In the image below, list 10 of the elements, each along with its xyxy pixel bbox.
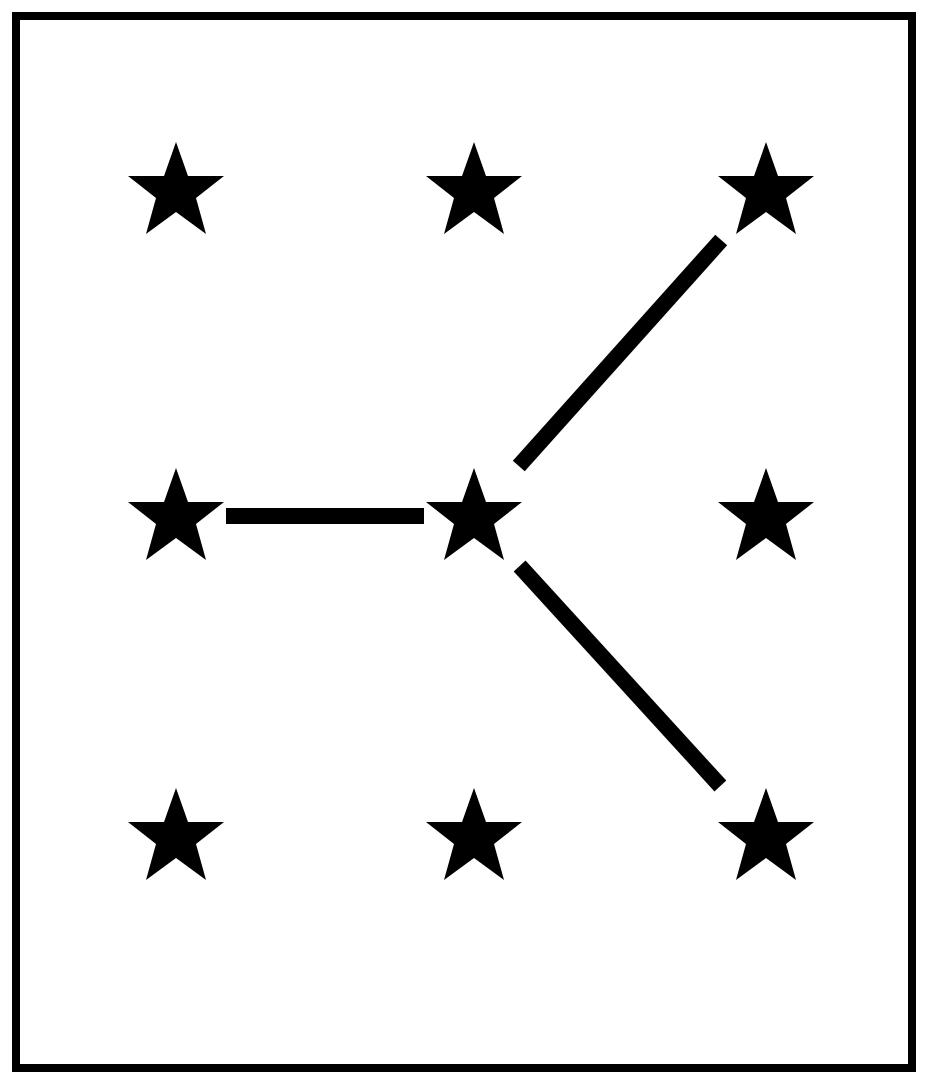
connector-line (226, 508, 424, 524)
star-shape (126, 786, 226, 886)
star-shape (716, 786, 816, 886)
star-shape (424, 140, 524, 240)
star-shape (716, 140, 816, 240)
star-shape (126, 466, 226, 566)
star-shape (716, 466, 816, 566)
star-shape (126, 140, 226, 240)
star-shape (424, 466, 524, 566)
star-shape (424, 786, 524, 886)
